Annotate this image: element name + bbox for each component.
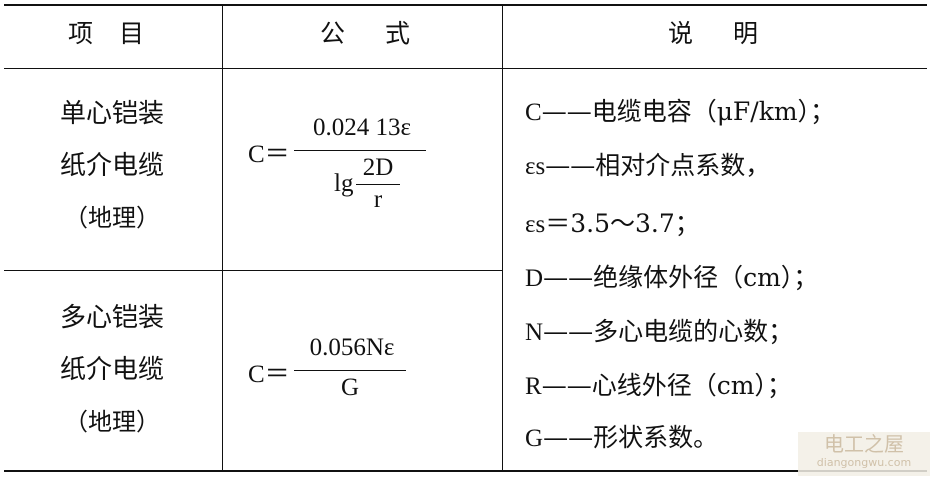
row1-den-fraction-line: [356, 184, 400, 185]
row2-formula-lhs: C＝: [248, 361, 290, 388]
note-core-count: N——多心电缆的心数；: [525, 312, 793, 348]
note-symbol: C: [525, 99, 542, 126]
row1-name: 单心铠装 纸介电缆 （地理）: [12, 88, 212, 244]
note-text: 形状系数。: [593, 423, 719, 452]
header-formula: 公式: [320, 19, 451, 48]
note-text: ＝3.5～3.7；: [545, 209, 700, 238]
watermark-title: 电工之屋: [824, 432, 904, 456]
note-symbol: R: [525, 373, 542, 400]
header-rule: [4, 68, 927, 69]
note-dash: ——: [541, 97, 592, 126]
note-symbol: εs: [525, 211, 546, 238]
note-dash: ——: [541, 371, 592, 400]
top-rule: [4, 4, 927, 6]
row1-fraction-line: [294, 150, 426, 151]
note-dash: ——: [543, 423, 594, 452]
note-symbol: N: [525, 319, 544, 346]
note-permittivity: εs——相对介点系数，: [525, 146, 770, 182]
row2-formula: C＝ 0.056Nε G: [248, 334, 498, 408]
col-divider-1: [222, 4, 223, 472]
row2-fraction-line: [294, 370, 406, 371]
note-core-diameter: R——心线外径（cm）；: [525, 366, 792, 402]
note-symbol: εs: [525, 153, 546, 180]
header-description: 说明: [668, 19, 799, 48]
note-permittivity-range: εs＝3.5～3.7；: [525, 204, 700, 240]
row2-numerator: 0.056Nε: [309, 334, 395, 361]
note-dash: ——: [545, 151, 596, 180]
note-symbol: D: [525, 265, 544, 292]
row1-name-line3: （地理）: [64, 204, 160, 232]
note-dash: ——: [543, 317, 594, 346]
col-divider-2: [502, 4, 503, 472]
row2-name-line2: 纸介电缆: [59, 355, 164, 385]
note-shape-factor: G——形状系数。: [525, 418, 718, 454]
row1-formula-lhs: C＝: [248, 141, 290, 168]
row2-name-line3: （地理）: [64, 408, 160, 436]
row2-name-line1: 多心铠装: [59, 303, 164, 333]
row1-formula: C＝ 0.024 13ε lg 2D r: [248, 114, 498, 228]
note-text: 心线外径（cm）；: [591, 371, 792, 400]
row1-den-prefix: lg: [334, 170, 354, 197]
formula-table: [4, 4, 927, 472]
row1-name-line1: 单心铠装: [59, 99, 164, 129]
note-text: 多心电缆的心数；: [593, 317, 794, 346]
watermark-logo: 电工之屋 diangongwu.com: [798, 432, 930, 476]
row2-denominator: G: [340, 374, 360, 401]
bottom-rule: [4, 470, 927, 472]
note-text: 电缆电容（μF/km）；: [591, 97, 836, 126]
row1-den-denominator: r: [373, 186, 383, 213]
note-text: 绝缘体外径（cm）；: [593, 263, 819, 292]
header-item: 项目: [68, 19, 171, 48]
note-symbol: G: [525, 425, 544, 452]
note-capacitance: C——电缆电容（μF/km）；: [525, 92, 835, 128]
row1-numerator: 0.024 13ε: [313, 114, 411, 141]
row2-name: 多心铠装 纸介电缆 （地理）: [12, 292, 212, 448]
watermark-url: diangongwu.com: [816, 456, 912, 469]
row1-name-line2: 纸介电缆: [59, 151, 164, 181]
row-divider: [4, 270, 502, 271]
note-text: 相对介点系数，: [595, 151, 771, 180]
note-dash: ——: [543, 263, 594, 292]
note-insulation-diameter: D——绝缘体外径（cm）；: [525, 258, 818, 294]
row1-den-numerator: 2D: [362, 154, 394, 181]
